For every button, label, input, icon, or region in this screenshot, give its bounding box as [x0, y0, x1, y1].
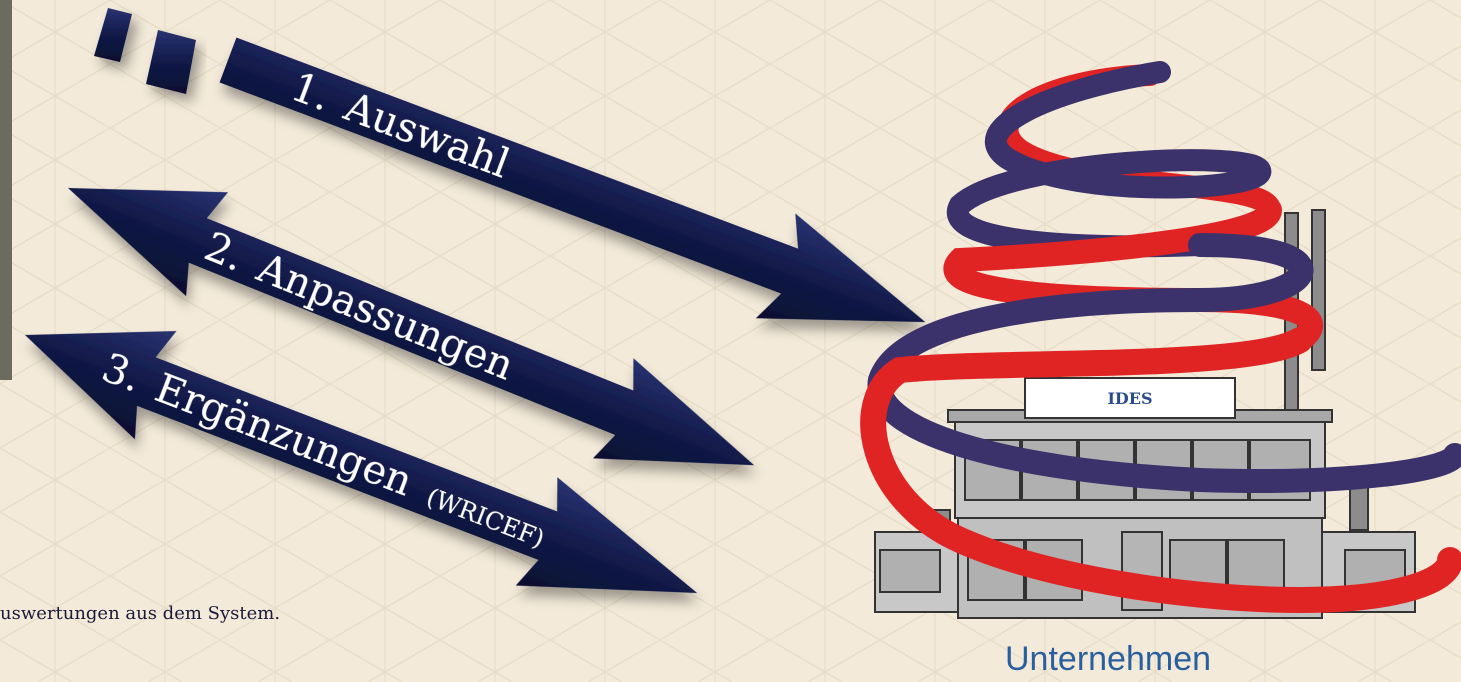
arrow-tail-dashes	[94, 8, 196, 94]
photo-edge	[0, 0, 12, 380]
arrow-3-shape	[25, 331, 698, 594]
arrow-1-shape	[219, 37, 926, 323]
footnote-text: uswertungen aus dem System.	[0, 603, 281, 624]
building-sign	[1024, 377, 1236, 419]
ribbon-blue-1	[946, 61, 1272, 258]
chimney-taller	[1311, 209, 1326, 371]
spiral-ribbon	[860, 61, 1461, 614]
ribbon-red-2	[943, 198, 1323, 352]
arrow-2-shape	[68, 188, 755, 466]
company-label: Unternehmen	[1005, 640, 1212, 678]
ribbon-red-3	[860, 327, 1461, 614]
building-sign-text: IDES	[1107, 389, 1152, 408]
